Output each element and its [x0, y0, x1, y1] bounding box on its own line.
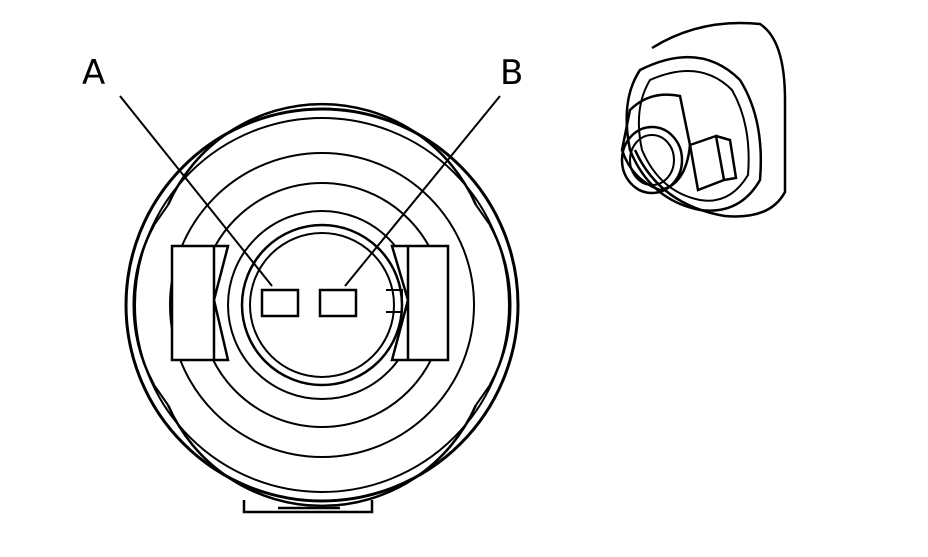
- terminal-a: [260, 288, 300, 318]
- right-latch-tab: [390, 244, 450, 362]
- leader-line-a: [119, 95, 273, 287]
- iso-barrel-outer: [620, 125, 684, 195]
- middle-ring-notches: [153, 204, 491, 406]
- callout-label-a: A: [82, 53, 106, 93]
- middle-ring: [132, 102, 512, 508]
- iso-key-block: [688, 134, 738, 192]
- iso-barrel-inner: [629, 134, 675, 186]
- left-latch-tab: [170, 244, 230, 362]
- iso-front-face-outer: [625, 55, 763, 212]
- terminal-b: [318, 288, 358, 318]
- callout-label-b: B: [500, 53, 524, 93]
- iso-outer-shell: [633, 21, 787, 218]
- iso-front-face-inner: [637, 70, 750, 202]
- connector-iso-view: [620, 21, 787, 218]
- bottom-tab: [242, 500, 374, 514]
- outer-inner-ring: [134, 117, 510, 493]
- connector-front-view: [119, 95, 520, 514]
- key-slot: [386, 289, 403, 313]
- inner-ring-1: [169, 152, 475, 458]
- leader-line-b: [344, 95, 501, 287]
- iso-collar: [620, 93, 692, 192]
- terminal-cavity-ring-inner: [249, 232, 395, 378]
- outer-housing-ring: [124, 107, 520, 503]
